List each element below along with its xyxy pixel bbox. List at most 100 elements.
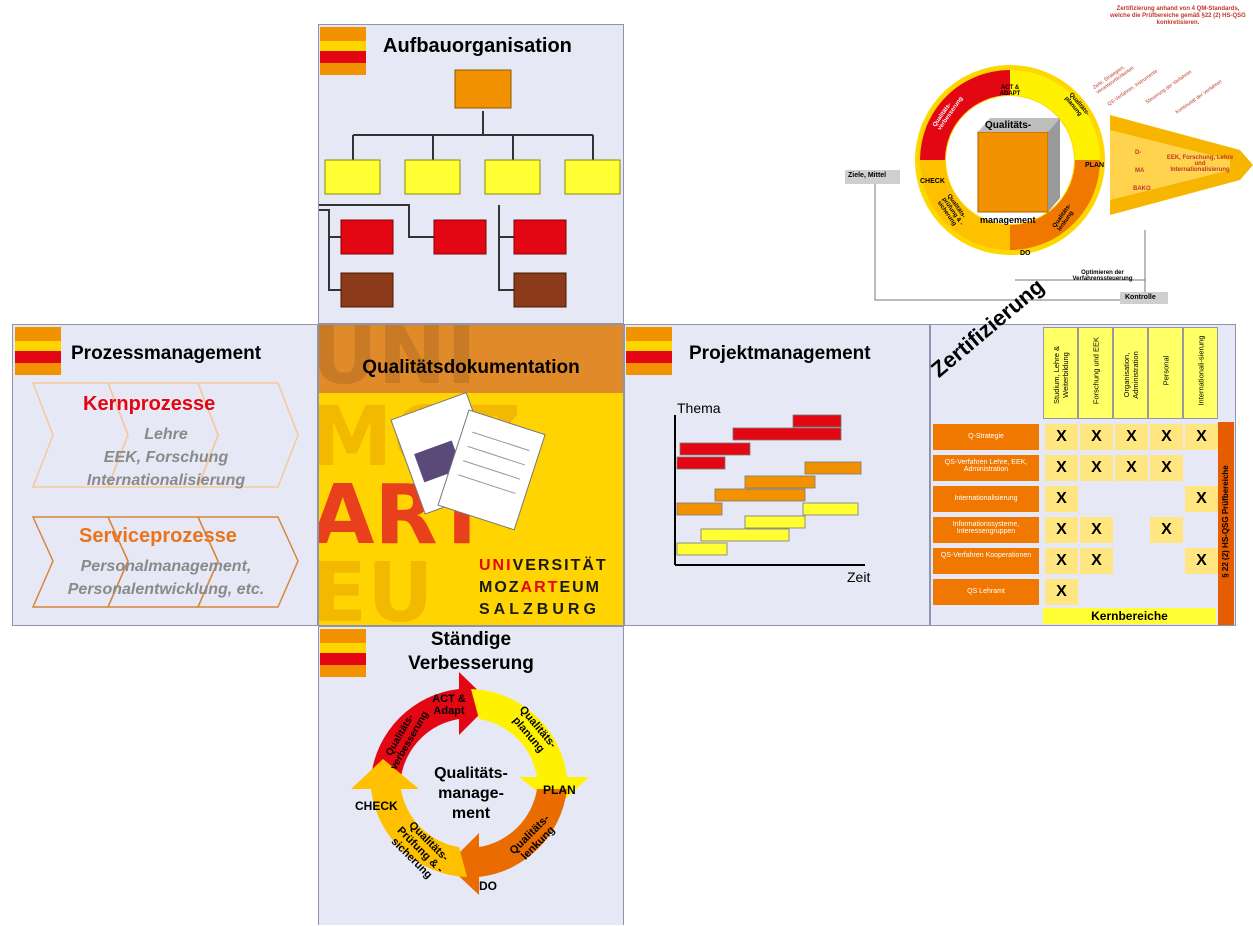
top-right-pdca-diagram: Zertifizierung anhand von 4 QM-Standards… <box>840 0 1253 305</box>
uni-mozarteum-logo <box>320 629 366 677</box>
zert-cell: X <box>1080 455 1113 481</box>
zert-cell: X <box>1045 486 1078 512</box>
kern-line-2: EEK, Forschung <box>103 449 229 466</box>
tr-act: ACT & ADAPT <box>999 85 1021 97</box>
zert-cell: X <box>1045 579 1078 605</box>
zert-cell: X <box>1185 548 1218 574</box>
kernprozesse-title: Kernprozesse <box>83 393 216 415</box>
verb-act: ACT & Adapt <box>432 693 466 717</box>
zert-cell: X <box>1045 424 1078 450</box>
zert-col-text: Personal <box>1161 355 1171 386</box>
kern-line-1: Lehre <box>144 426 188 443</box>
panel-projektmanagement: Projektmanagement Thema Zeit <box>624 324 930 626</box>
verb-center-1: Qualitäts- <box>434 765 508 782</box>
uni-mozarteum-logo <box>626 327 672 375</box>
serviceprozesse-title: Serviceprozesse <box>79 525 237 547</box>
uni-mozarteum-logo <box>320 27 366 75</box>
zert-col-header: Studium, Lehre & Weiterbildung <box>1043 327 1078 419</box>
org-chart-svg <box>319 69 621 308</box>
optimieren-label: Optimieren der Verfahrenssteuerung <box>1072 270 1133 282</box>
zert-cell: X <box>1045 455 1078 481</box>
zert-cell <box>1115 486 1148 512</box>
zert-cell: X <box>1150 517 1183 543</box>
svg-text:UNI: UNI <box>319 325 477 403</box>
doku-eum: EUM <box>559 579 601 596</box>
tr-do: DO <box>1020 250 1031 257</box>
zert-cell: X <box>1080 517 1113 543</box>
zert-row: QS-Verfahren Lehre, EEK, Administration … <box>933 453 1218 483</box>
zert-cell <box>1185 455 1218 481</box>
zert-row-label: Informationssysteme, Interessengruppen <box>933 517 1039 543</box>
zert-cell: X <box>1150 455 1183 481</box>
verb-plan: PLAN <box>543 783 576 797</box>
zert-col-headers: Studium, Lehre & Weiterbildung Forschung… <box>1043 327 1218 419</box>
tr-ma: MA <box>1135 168 1145 174</box>
zert-cell <box>1150 579 1183 605</box>
zert-col-text: Studium, Lehre & Weiterbildung <box>1052 346 1070 404</box>
zert-cell <box>1115 548 1148 574</box>
zert-row: QS Lehramt X <box>933 577 1218 607</box>
zert-cell <box>1080 486 1113 512</box>
zert-cell: X <box>1150 424 1183 450</box>
zert-col-header: Internationali-sierung <box>1183 327 1218 419</box>
certification-note: Zertifizierung anhand von 4 QM-Standards… <box>1110 6 1246 26</box>
top-right-cycle-svg <box>845 65 1253 304</box>
doku-uni-line-2: MOZARTEUM <box>479 579 601 597</box>
zert-cell <box>1185 517 1218 543</box>
zert-cell <box>1150 486 1183 512</box>
zert-cell: X <box>1115 424 1148 450</box>
doku-moz: MOZ <box>479 579 521 596</box>
doku-uni-line-1: UNIVERSITÄT <box>479 557 608 575</box>
zert-cell: X <box>1080 548 1113 574</box>
zert-cell <box>1115 517 1148 543</box>
zert-row: Q-Strategie X X X X X <box>933 422 1218 452</box>
gantt-x-label: Zeit <box>847 569 871 585</box>
process-chevrons-svg <box>31 382 299 608</box>
doku-art: ART <box>520 579 560 596</box>
zert-col-header: Organisation, Administration <box>1113 327 1148 419</box>
zert-row-label: QS-Verfahren Kooperationen <box>933 548 1039 574</box>
service-line-1: Personalmanagement, <box>80 558 252 575</box>
zert-row-label: Q-Strategie <box>933 424 1039 450</box>
zert-row-label: QS-Verfahren Lehre, EEK, Administration <box>933 455 1039 481</box>
verb-do: DO <box>479 879 497 893</box>
tr-center-top: Qualitäts- <box>985 120 1032 131</box>
zert-side-bar: § 22 (2) HS-QSG Prüfbereiche <box>1218 422 1234 625</box>
zert-cell <box>1185 579 1218 605</box>
pdca-cycle-svg <box>351 672 589 895</box>
zert-col-text: Organisation, Administration <box>1122 351 1140 399</box>
tr-bako: BAKO <box>1133 186 1151 192</box>
zert-side-label: § 22 (2) HS-QSG Prüfbereiche <box>1221 465 1230 578</box>
kern-line-3: Internationalisierung <box>86 472 246 489</box>
kontrolle-label: Kontrolle <box>1125 294 1156 301</box>
ziele-label: Ziele, Mittel <box>848 172 887 179</box>
gantt-chart-svg <box>674 414 865 566</box>
zert-cell <box>1150 548 1183 574</box>
zert-row-label: Internationalisierung <box>933 486 1039 512</box>
zert-cell <box>1115 579 1148 605</box>
tr-center-bottom: management <box>980 215 1036 225</box>
gantt-y-label: Thema <box>677 400 721 416</box>
tr-plan: PLAN <box>1085 162 1105 169</box>
svg-text:EU: EU <box>319 546 434 625</box>
zert-col-text: Forschung und EEK <box>1091 336 1101 405</box>
aufbau-title: Aufbauorganisation <box>383 35 572 57</box>
zert-cell: X <box>1045 517 1078 543</box>
zert-cell <box>1080 579 1113 605</box>
doku-background-svg: UNI MOZ ART EU <box>319 325 623 625</box>
tr-di: D- <box>1135 150 1142 156</box>
prozess-title: Prozessmanagement <box>71 343 262 364</box>
zert-footer: Kernbereiche <box>1043 608 1216 624</box>
projekt-title: Projektmanagement <box>689 343 871 364</box>
doku-uni-part-b: VERSITÄT <box>512 557 608 574</box>
tr-check: CHECK <box>920 178 945 185</box>
tr-arrow-text: EEK, Forschung, Lehre und Internationali… <box>1166 155 1234 173</box>
doku-uni-line-3: SALZBURG <box>479 601 600 618</box>
zert-cell: X <box>1185 424 1218 450</box>
panel-aufbauorganisation: Aufbauorganisation <box>318 24 624 324</box>
panel-qualitaetsdokumentation: UNI MOZ ART EU Qualitätsdokumentation UN… <box>318 324 624 626</box>
doku-uni-part-a: UNI <box>479 557 513 574</box>
zert-col-text: Internationali-sierung <box>1196 335 1206 406</box>
panel-staendige-verbesserung: Ständige Verbesserung Qualitäts- manage-… <box>318 626 624 925</box>
zert-col-header: Personal <box>1148 327 1183 419</box>
